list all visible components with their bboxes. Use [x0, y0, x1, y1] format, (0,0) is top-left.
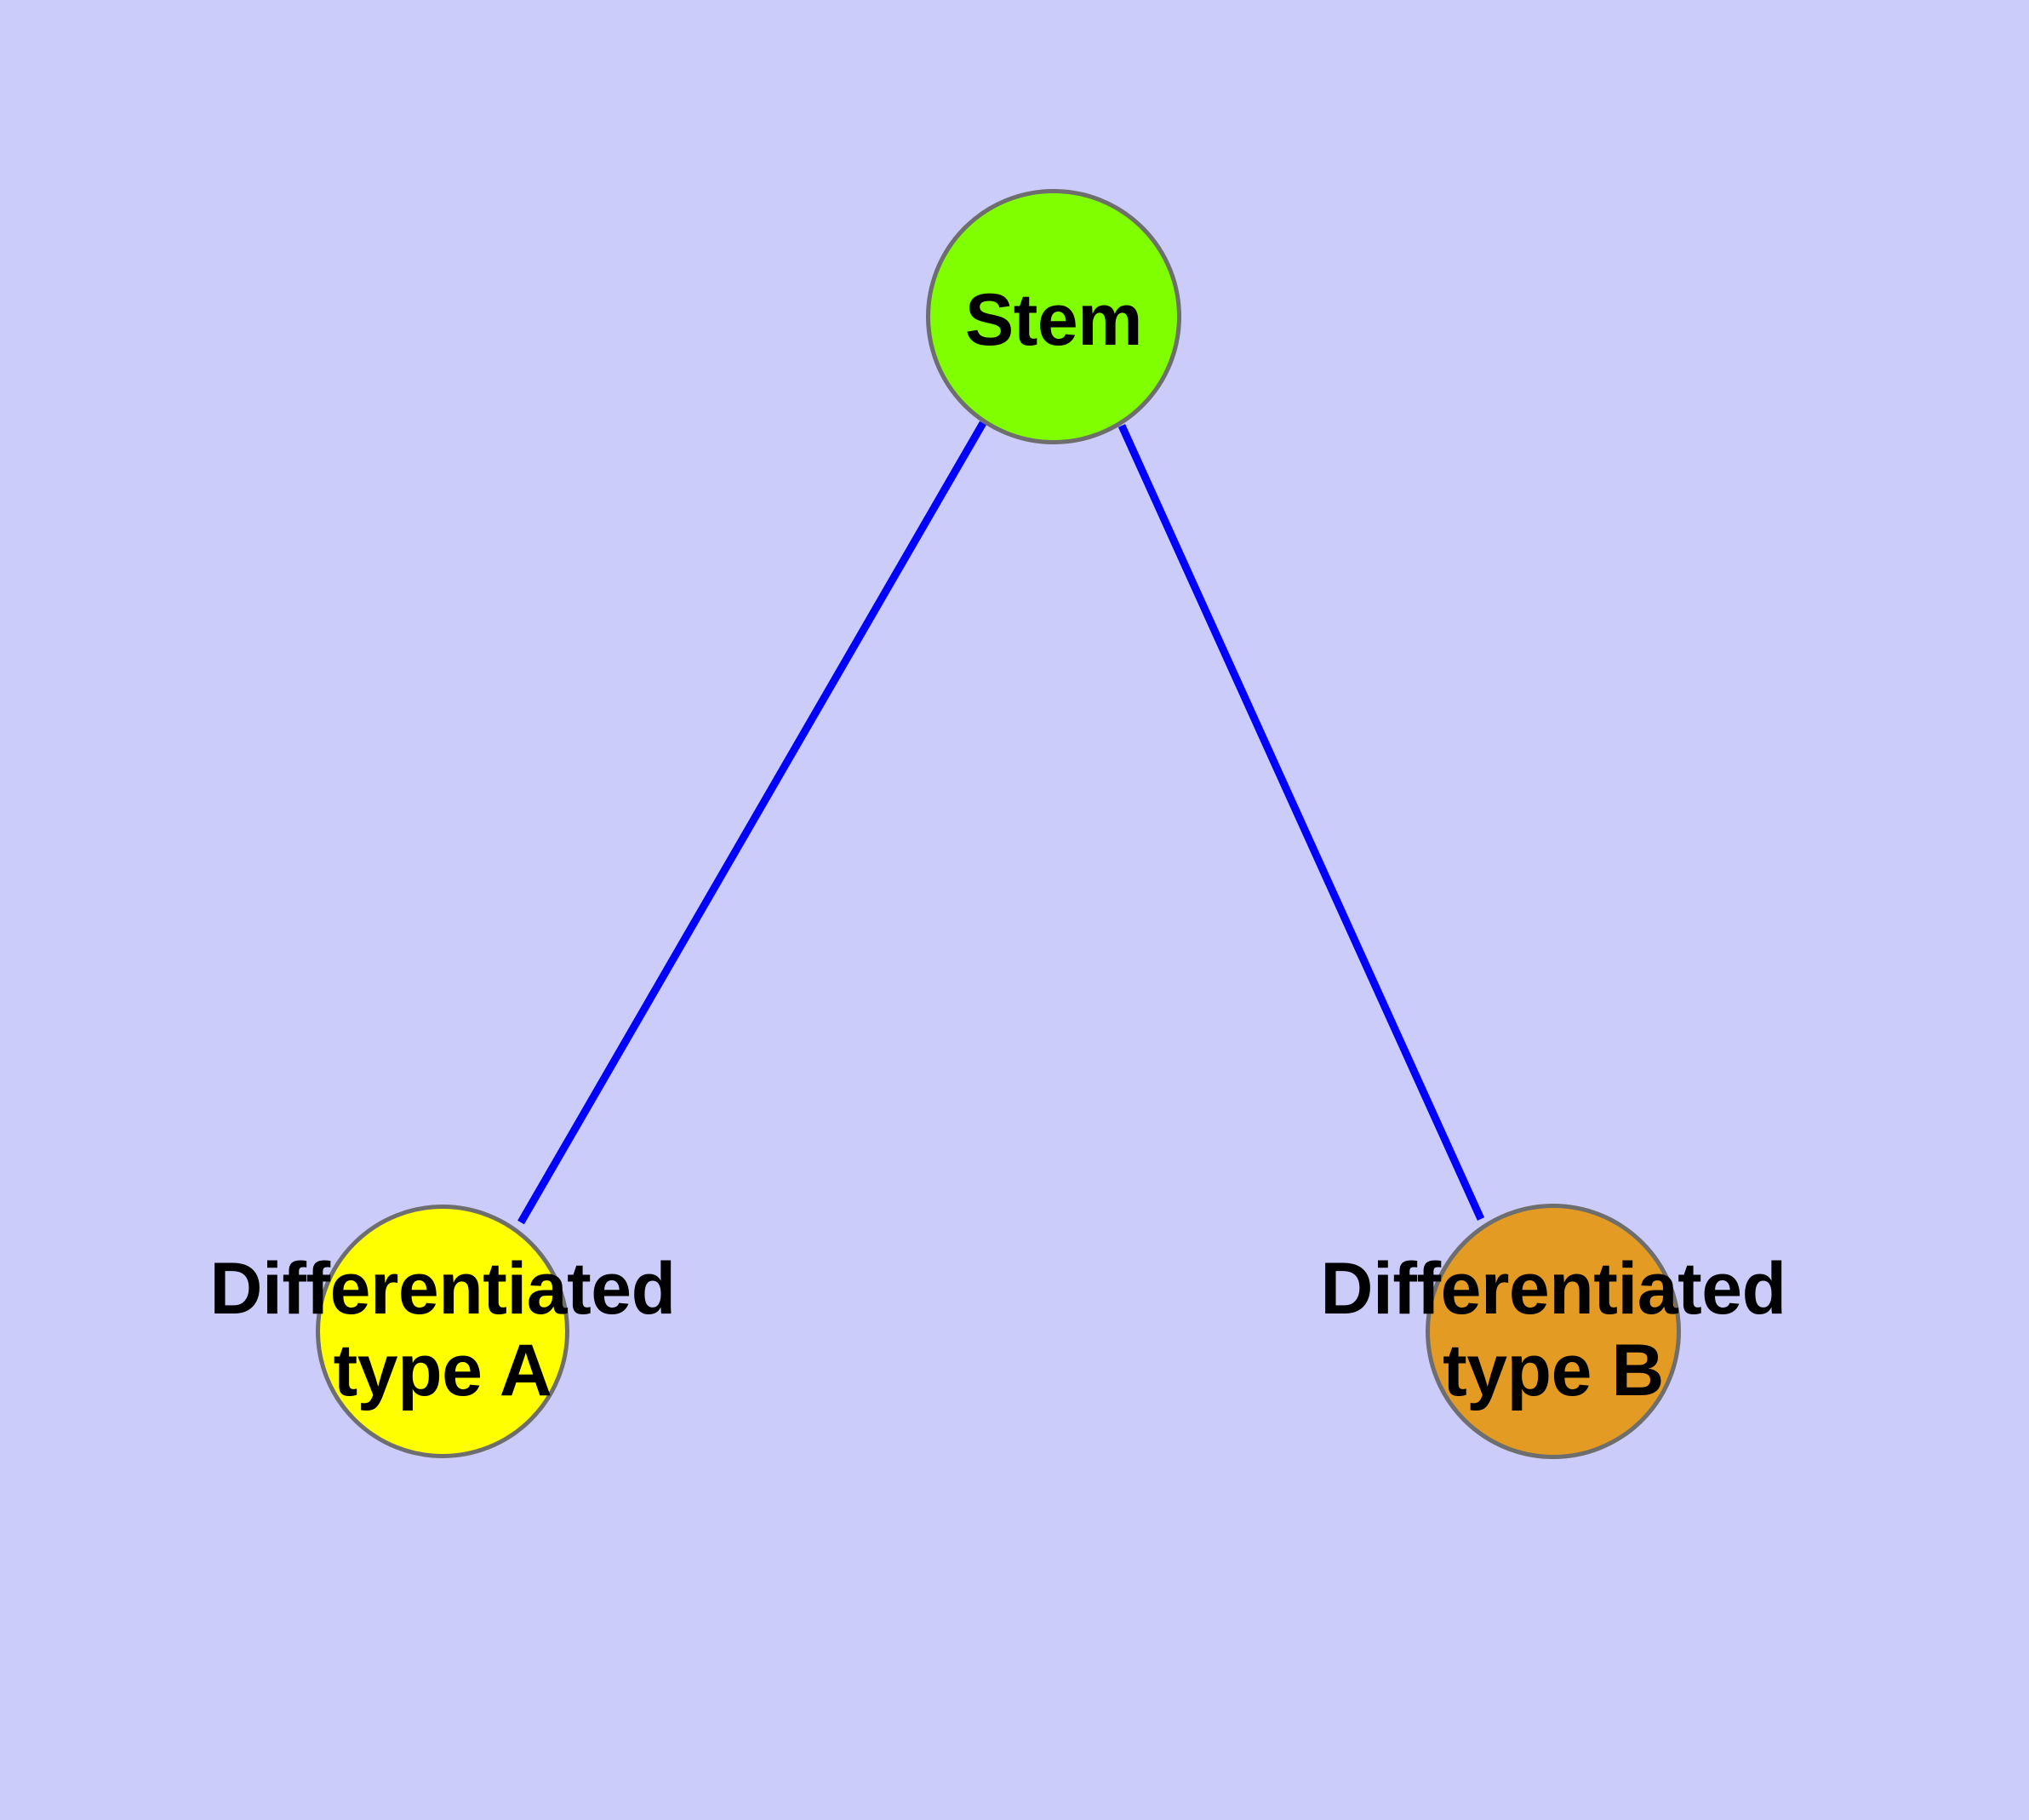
node-differentiated-type-a[interactable] — [316, 1205, 569, 1458]
edge-stem-to-differentiated-type-a[interactable] — [517, 421, 986, 1225]
node-stem[interactable] — [926, 189, 1181, 444]
node-differentiated-type-b[interactable] — [1426, 1204, 1681, 1459]
edge-stem-to-differentiated-type-b[interactable] — [1117, 424, 1485, 1221]
